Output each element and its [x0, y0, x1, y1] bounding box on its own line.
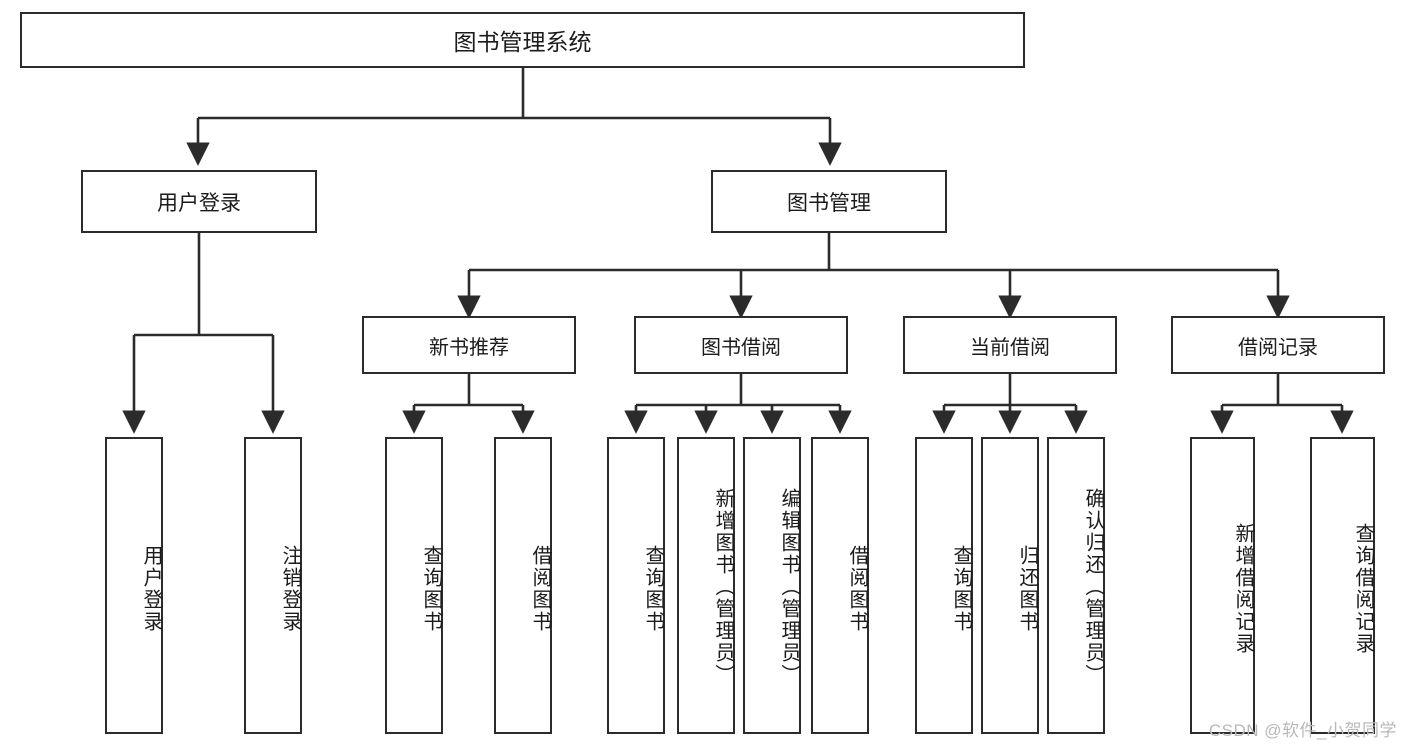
- node-user-login[interactable]: 用户登录: [81, 170, 317, 233]
- leaf-current-borrow-2[interactable]: 归还图书: [981, 437, 1039, 734]
- leaf-new-book-1-label: 查询图书: [420, 544, 442, 633]
- leaf-borrow-record-2[interactable]: 查询借阅记录: [1310, 437, 1375, 734]
- leaf-borrow-record-1[interactable]: 新增借阅记录: [1190, 437, 1255, 734]
- leaf-new-book-2[interactable]: 借阅图书: [494, 437, 552, 734]
- node-book-manage-label: 图书管理: [787, 191, 871, 215]
- leaf-current-borrow-2-label: 归还图书: [1016, 544, 1038, 633]
- leaf-book-borrow-2-label: 新增图书（管理员）: [712, 487, 734, 686]
- leaf-user-login-2-label: 注销登录: [279, 544, 301, 633]
- node-new-book-recommend[interactable]: 新书推荐: [362, 316, 576, 374]
- leaf-book-borrow-4[interactable]: 借阅图书: [811, 437, 869, 734]
- leaf-book-borrow-3[interactable]: 编辑图书（管理员）: [743, 437, 801, 734]
- node-borrow-record[interactable]: 借阅记录: [1171, 316, 1385, 374]
- node-new-book-recommend-label: 新书推荐: [429, 336, 509, 359]
- node-user-login-label: 用户登录: [157, 191, 241, 215]
- leaf-current-borrow-1-label: 查询图书: [950, 544, 972, 633]
- node-book-borrow[interactable]: 图书借阅: [634, 316, 848, 374]
- leaf-new-book-1[interactable]: 查询图书: [385, 437, 443, 734]
- node-root[interactable]: 图书管理系统: [20, 12, 1025, 68]
- watermark: CSDN @软件_小贺同学: [1208, 721, 1397, 740]
- leaf-borrow-record-2-label: 查询借阅记录: [1352, 522, 1374, 655]
- node-book-manage[interactable]: 图书管理: [711, 170, 947, 233]
- node-current-borrow[interactable]: 当前借阅: [903, 316, 1117, 374]
- node-borrow-record-label: 借阅记录: [1238, 336, 1318, 359]
- node-current-borrow-label: 当前借阅: [970, 336, 1050, 359]
- leaf-user-login-1-label: 用户登录: [140, 544, 162, 633]
- leaf-borrow-record-1-label: 新增借阅记录: [1232, 522, 1254, 655]
- leaf-book-borrow-1-label: 查询图书: [642, 544, 664, 633]
- leaf-book-borrow-4-label: 借阅图书: [846, 544, 868, 633]
- leaf-book-borrow-2[interactable]: 新增图书（管理员）: [677, 437, 735, 734]
- leaf-new-book-2-label: 借阅图书: [529, 544, 551, 633]
- node-root-label: 图书管理系统: [453, 29, 592, 55]
- leaf-user-login-2[interactable]: 注销登录: [244, 437, 302, 734]
- node-book-borrow-label: 图书借阅: [701, 336, 781, 359]
- leaf-current-borrow-3-label: 确认归还（管理员）: [1082, 487, 1104, 686]
- leaf-user-login-1[interactable]: 用户登录: [105, 437, 163, 734]
- leaf-book-borrow-1[interactable]: 查询图书: [607, 437, 665, 734]
- leaf-book-borrow-3-label: 编辑图书（管理员）: [778, 487, 800, 686]
- leaf-current-borrow-3[interactable]: 确认归还（管理员）: [1047, 437, 1105, 734]
- leaf-current-borrow-1[interactable]: 查询图书: [915, 437, 973, 734]
